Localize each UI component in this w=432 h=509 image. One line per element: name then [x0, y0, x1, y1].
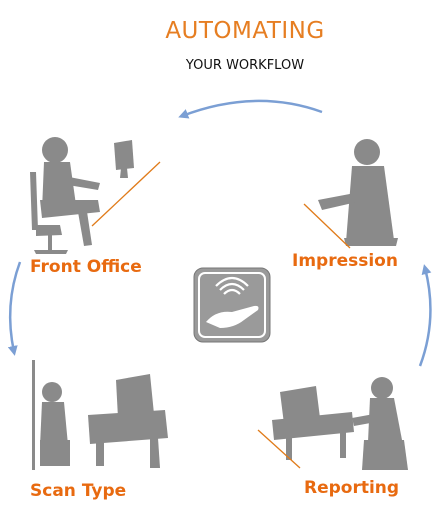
label-scan-type: Scan Type: [30, 481, 127, 501]
front-office-accent-line: [91, 161, 161, 227]
reporting-accent-line: [257, 429, 301, 469]
arrow-top: [178, 99, 323, 119]
label-front-office: Front Office: [30, 257, 142, 277]
impression-figure: [318, 139, 398, 246]
scan-type-figure: [32, 360, 168, 470]
arrow-right: [418, 264, 432, 367]
hand-signal-icon: [193, 267, 271, 343]
label-impression: Impression: [292, 251, 398, 271]
label-reporting: Reporting: [304, 478, 400, 498]
reporting-figure: [272, 377, 408, 470]
impression-accent-line: [303, 203, 351, 249]
page-subtitle: YOUR WORKFLOW: [185, 58, 305, 73]
arrow-left: [7, 261, 22, 356]
front-office-figure: [30, 137, 134, 254]
page-title: AUTOMATING: [165, 18, 325, 44]
